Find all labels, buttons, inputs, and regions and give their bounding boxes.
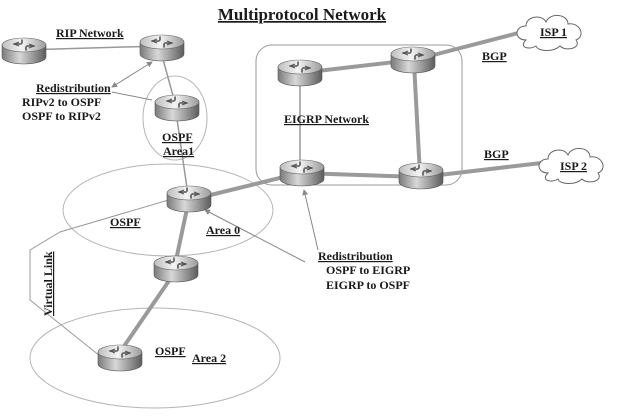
router-icon: [398, 162, 444, 190]
link-area0-core: [173, 203, 190, 266]
redistribution-eigrp-arrow-up: [302, 189, 319, 251]
ospf-area1-area: Area1: [163, 144, 194, 158]
isp1-label: ISP 1: [540, 25, 567, 39]
router-icon: [390, 46, 436, 74]
redistribution-rip-arrow: [111, 61, 153, 88]
isp2-label: ISP 2: [560, 159, 587, 173]
redistribution-rip-title: Redistribution: [36, 81, 111, 95]
redistribution-eigrp-arrow: [204, 209, 306, 263]
redistribution-eigrp-line1: OSPF to EIGRP: [326, 263, 410, 277]
ospf-area0-ospf: OSPF: [110, 215, 141, 229]
bgp-bottom-label: BGP: [484, 147, 509, 161]
redistribution-eigrp-line2: EIGRP to OSPF: [326, 278, 410, 292]
rip-network-label: RIP Network: [56, 26, 124, 40]
ospf-area1-boundary: [142, 75, 208, 161]
redistribution-rip-line2: OSPF to RIPv2: [22, 109, 101, 123]
ospf-area0-boundary: [62, 163, 274, 257]
router-icon: [277, 59, 323, 87]
router-icon: [139, 34, 185, 62]
router-icon: [97, 344, 143, 372]
bgp-top-label: BGP: [482, 49, 507, 63]
virtual-link-line: [29, 195, 183, 357]
redistribution-eigrp-title: Redistribution: [318, 249, 393, 263]
link-core-area2: [116, 270, 177, 357]
redistribution-area1-arrow: [111, 91, 153, 101]
ospf-area0-area: Area 0: [206, 223, 240, 237]
link-eigrp-right-vertical: [412, 62, 422, 176]
ospf-area2-area: Area 2: [192, 351, 226, 365]
router-icon: [166, 185, 212, 213]
link-bgp-isp2: [421, 160, 551, 179]
ospf-area2-ospf: OSPF: [155, 344, 186, 358]
link-area1-area0: [175, 111, 189, 196]
router-icon: [279, 159, 325, 187]
router-icon: [153, 255, 199, 283]
ospf-area2-boundary: [29, 307, 281, 409]
ospf-area1-ospf: OSPF: [162, 130, 193, 144]
redistribution-rip-line1: RIPv2 to OSPF: [22, 95, 101, 109]
router-icon: [1, 37, 47, 65]
eigrp-network-label: EIGRP Network: [284, 112, 369, 126]
diagram-title: Multiprotocol Network: [218, 5, 387, 24]
eigrp-network-boundary: [255, 44, 463, 186]
router-icon: [154, 94, 200, 122]
virtual-link-label: Virtual Link: [41, 251, 55, 316]
